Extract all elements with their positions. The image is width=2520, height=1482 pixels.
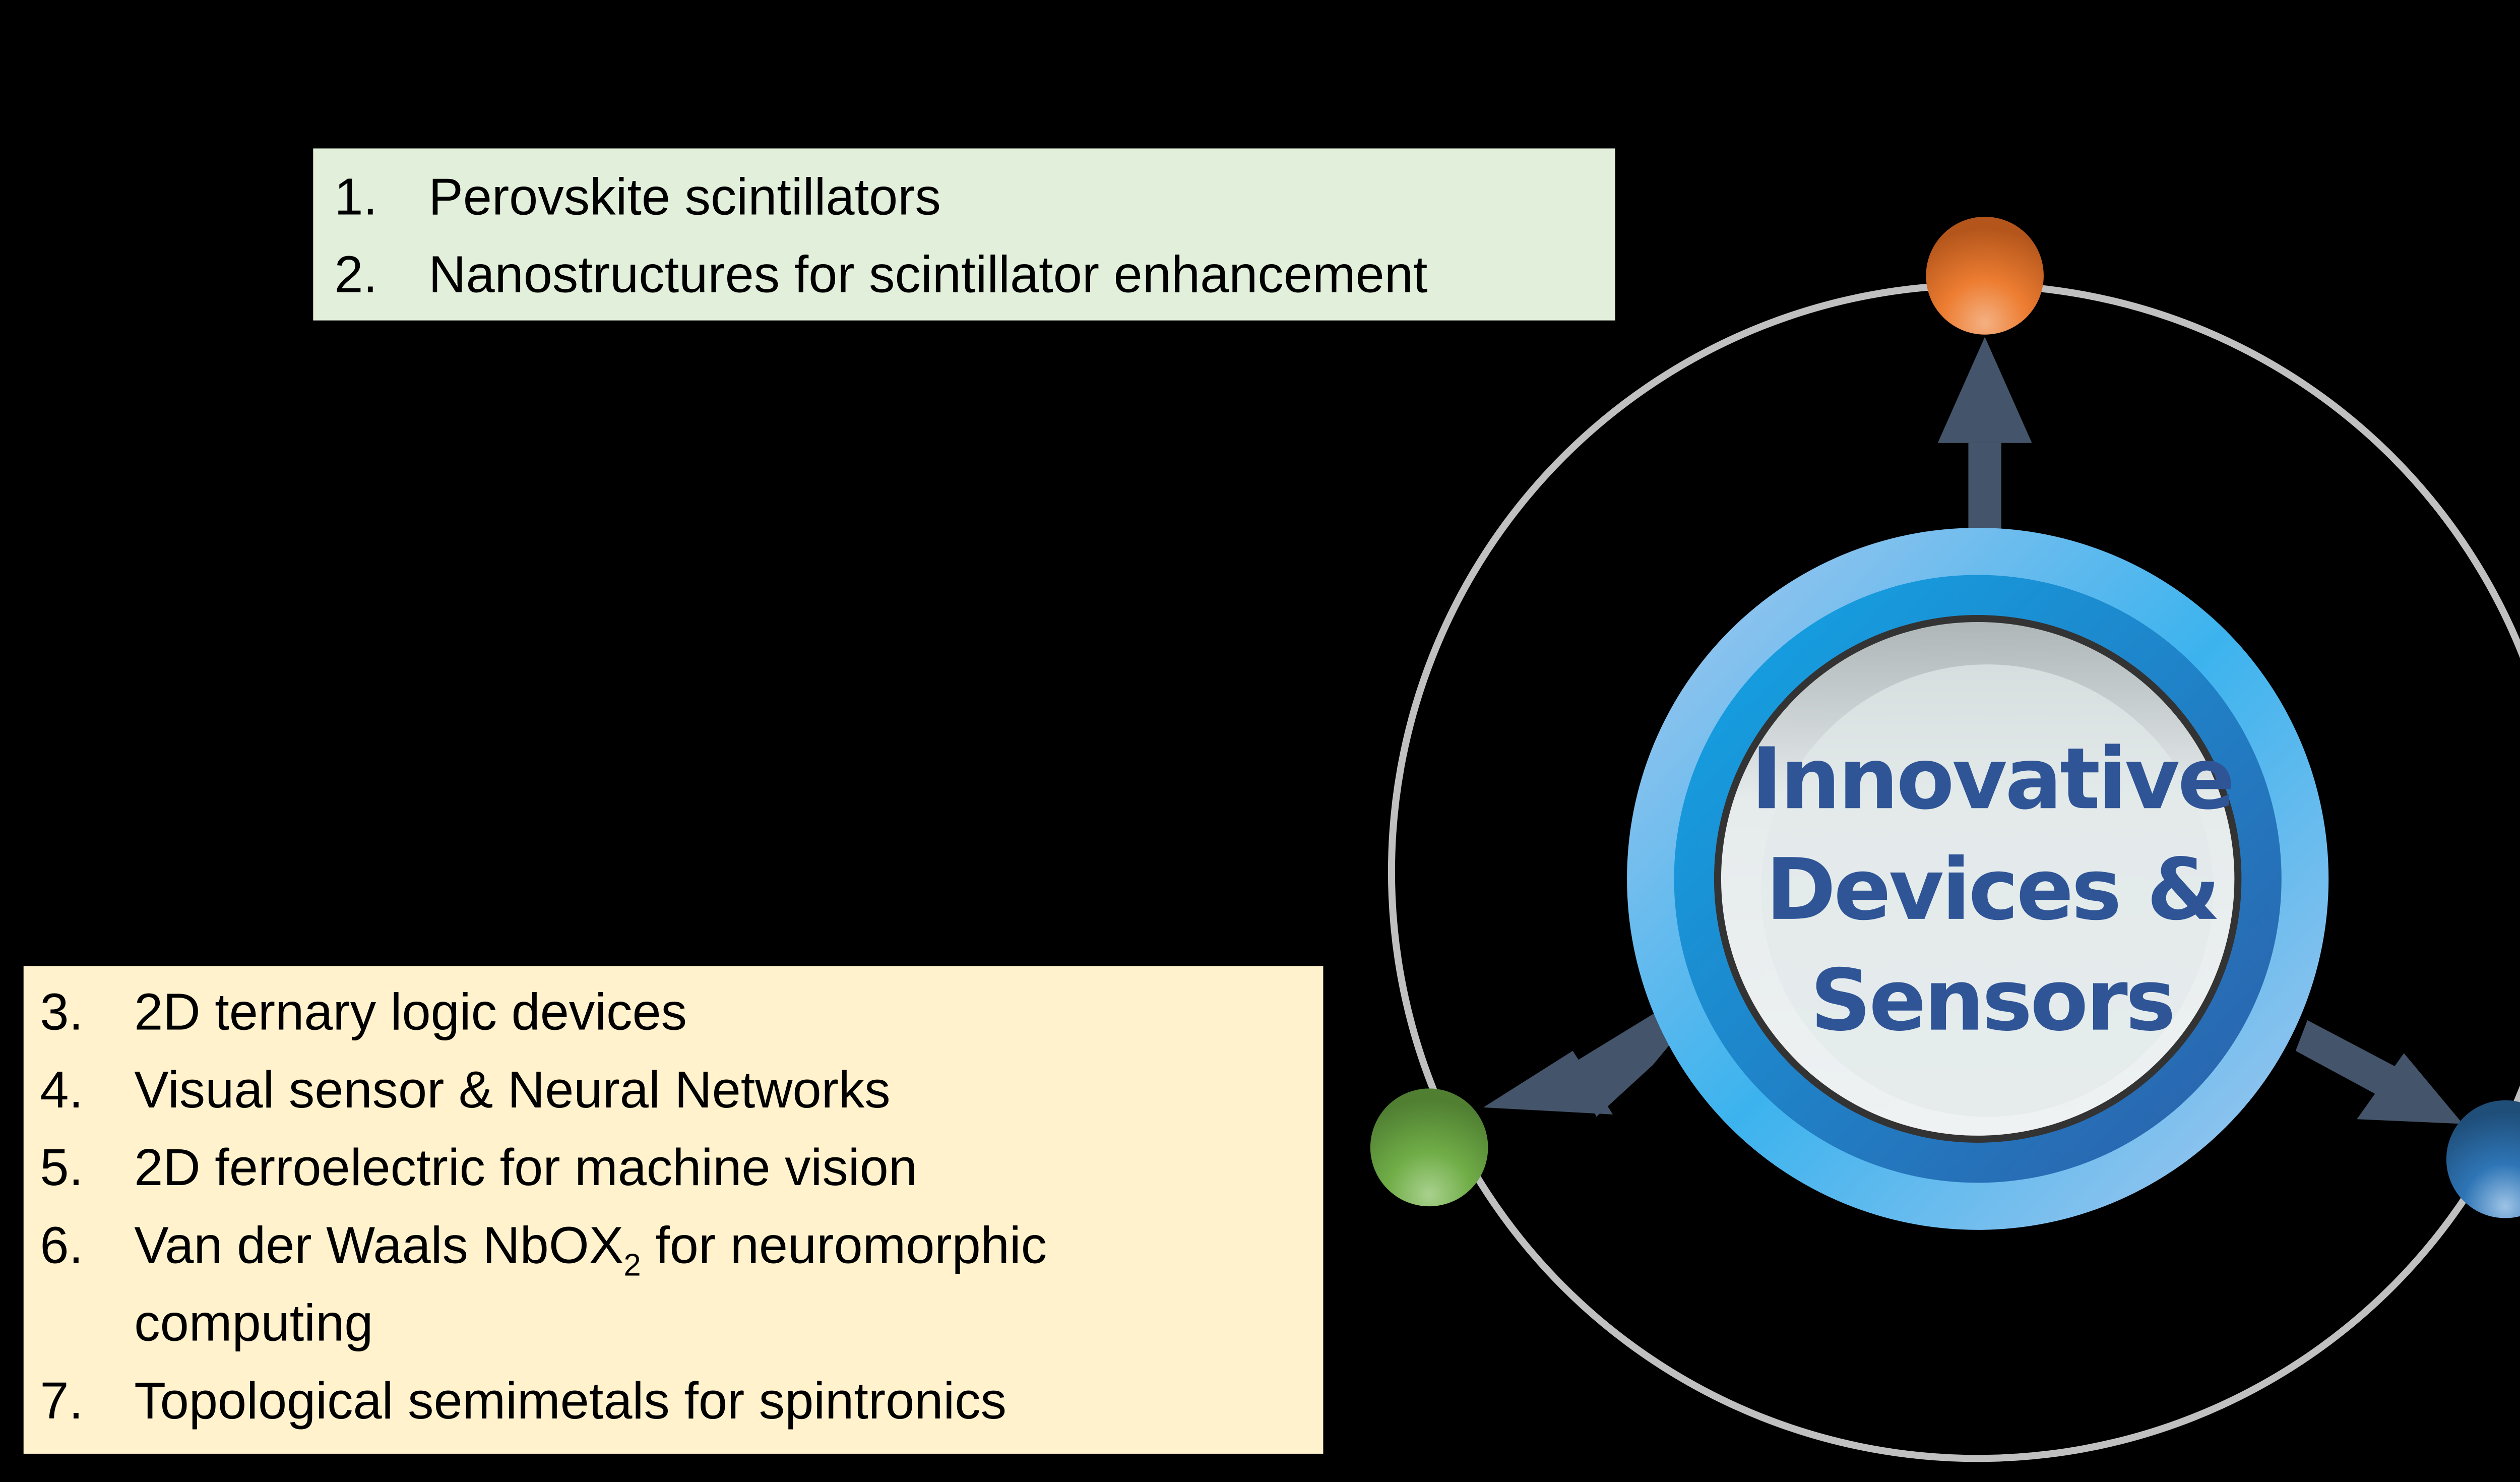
list-item: 1. Perovskite scintillators <box>334 158 1615 235</box>
center-title-line: Sensors <box>1810 954 2176 1051</box>
group-top-box: 1. Perovskite scintillators 2. Nanostruc… <box>313 148 1615 321</box>
center-title-line: Devices & <box>1766 843 2221 940</box>
center-title-line: Innovative <box>1751 732 2235 830</box>
node-right-blue <box>2446 1100 2520 1218</box>
list-item: 5. 2D ferroelectric for machine vision <box>40 1129 1323 1206</box>
list-item: 6. Van der Waals NbOX2 for neuromorphic … <box>40 1206 1241 1362</box>
item-text: Topological semimetals for spintronics <box>134 1371 1007 1431</box>
item-number: 4. <box>40 1060 84 1120</box>
list-item: 2. Nanostructures for scintillator enhan… <box>334 235 1615 313</box>
arrow-down-right-icon <box>2295 1020 2463 1124</box>
list-item: 3. 2D ternary logic devices <box>40 973 1323 1051</box>
list-item: 7. Topological semimetals for spintronic… <box>40 1362 1323 1440</box>
group-left-box: 3. 2D ternary logic devices 4. Visual se… <box>23 966 1324 1454</box>
center-hub <box>1627 527 2329 1230</box>
item-number: 5. <box>40 1138 84 1197</box>
item-text: Nanostructures for scintillator enhancem… <box>428 245 1428 304</box>
arrow-up-icon <box>1937 337 2032 542</box>
arrow-down-left-icon <box>1483 1008 1677 1117</box>
item-text: Perovskite scintillators <box>428 167 941 226</box>
item-number: 1. <box>334 167 378 226</box>
center-title: Innovative Devices & Sensors <box>1714 726 2270 1058</box>
item-number: 3. <box>40 982 84 1041</box>
item-text: for neuromorphic computing <box>134 1215 1047 1352</box>
item-number: 7. <box>40 1371 84 1431</box>
list-item: 4. Visual sensor & Neural Networks <box>40 1051 1323 1129</box>
item-text: Visual sensor & Neural Networks <box>134 1060 891 1120</box>
item-number: 2. <box>334 245 378 304</box>
item-text: Van der Waals NbOX <box>134 1215 624 1275</box>
item-number: 6. <box>40 1215 84 1275</box>
node-top-orange <box>1926 217 2044 335</box>
subscript: 2 <box>623 1247 641 1283</box>
node-left-green <box>1370 1088 1488 1207</box>
item-text: 2D ferroelectric for machine vision <box>134 1138 917 1197</box>
item-text: 2D ternary logic devices <box>134 982 687 1041</box>
